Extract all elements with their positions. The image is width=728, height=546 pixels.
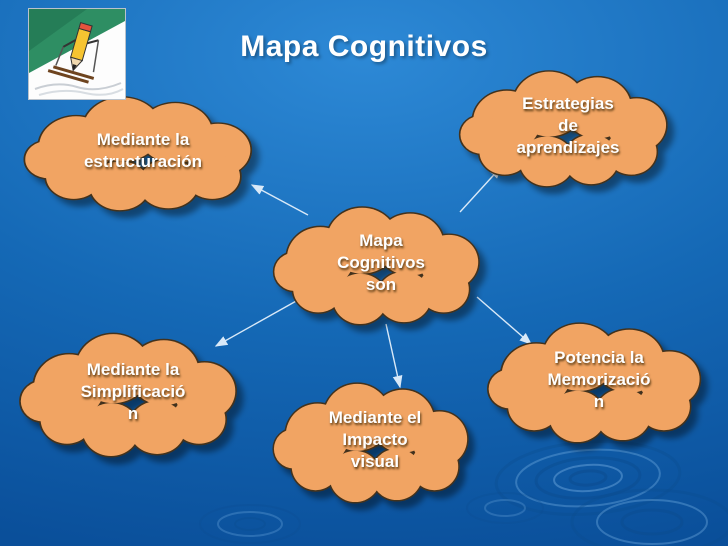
arrow-to-simplificacion xyxy=(214,299,299,347)
cloud-text-estrategias: Estrategias de aprendizajes xyxy=(516,94,620,157)
cloud-potencia-memorizacion: Potencia la Memorizació n xyxy=(480,316,718,444)
cloud-text-estructuracion: Mediante la estructuración xyxy=(83,130,203,171)
arrow-to-estructuracion xyxy=(250,184,309,216)
cloud-mediante-simplificacion: Mediante la Simplificació n xyxy=(12,326,254,458)
cloud-mediante-impacto-visual: Mediante el Impacto visual xyxy=(266,376,484,504)
cloud-mediante-estructuracion: Mediante la estructuración xyxy=(16,90,270,212)
pencil-skier-image xyxy=(28,8,126,100)
arrow-to-estrategias xyxy=(459,165,502,213)
cloud-text-impacto-visual: Mediante el Impacto visual xyxy=(328,408,422,471)
cloud-text-mapa-cognitivos: Mapa Cognitivos son xyxy=(337,231,425,294)
cloud-text-simplificacion: Mediante la Simplificació n xyxy=(80,360,186,423)
cloud-mapa-cognitivos-son: Mapa Cognitivos son xyxy=(266,200,496,326)
arrow-to-memorizacion xyxy=(476,296,533,345)
page-title: Mapa Cognitivos xyxy=(240,30,488,63)
arrow-to-impacto-visual xyxy=(385,323,403,389)
cloud-estrategias-aprendizajes: Estrategias de aprendizajes xyxy=(452,64,684,188)
cloud-text-memorizacion: Potencia la Memorizació n xyxy=(547,348,651,411)
